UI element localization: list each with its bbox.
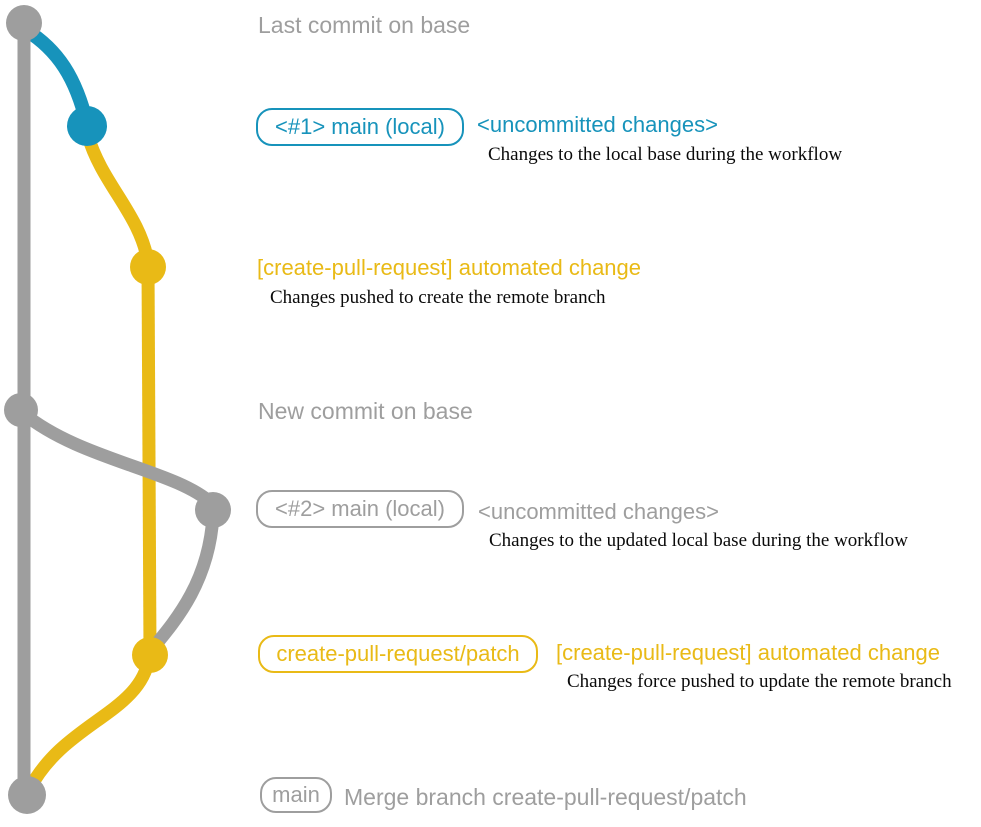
merge-commit-message: Merge branch create-pull-request/patch xyxy=(344,784,747,810)
caption-local-base-changes: Changes to the local base during the wor… xyxy=(488,144,843,165)
automated-change-heading-1: [create-pull-request] automated change xyxy=(257,255,642,280)
caption-updated-local-base-changes: Changes to the updated local base during… xyxy=(489,530,908,551)
branch-badge-main-local-1: <#1> main (local) xyxy=(256,108,464,146)
branch-line-patch-trunk xyxy=(141,265,157,653)
commit-dot-automated-change-2 xyxy=(132,637,168,673)
commit-dot-new-commit-on-base xyxy=(4,393,38,427)
branch-line-patch-top xyxy=(81,134,155,264)
new-commit-label: New commit on base xyxy=(258,398,473,424)
branch-line-main-local-2-in xyxy=(148,515,220,653)
branch-line-main-local-2-out xyxy=(18,407,216,508)
branch-badge-main: main xyxy=(260,777,332,813)
caption-push-create-remote: Changes pushed to create the remote bran… xyxy=(270,287,606,308)
last-commit-label: Last commit on base xyxy=(258,12,471,38)
uncommitted-changes-tag-2: <uncommitted changes> xyxy=(478,499,719,524)
commit-dot-automated-change-1 xyxy=(130,249,166,285)
branch-badge-main-local-2: <#2> main (local) xyxy=(256,490,464,528)
automated-change-heading-2: [create-pull-request] automated change xyxy=(556,640,941,665)
branch-badge-patch: create-pull-request/patch xyxy=(258,635,538,673)
commit-dot-last-commit-on-base xyxy=(6,5,42,41)
commit-dot-main-local-2 xyxy=(195,492,231,528)
branch-line-patch-merge xyxy=(23,656,156,794)
commit-graph xyxy=(4,5,231,814)
commit-dot-main-local-1 xyxy=(67,106,107,146)
caption-force-push-remote: Changes force pushed to update the remot… xyxy=(567,671,952,692)
uncommitted-changes-tag-1: <uncommitted changes> xyxy=(477,112,718,137)
commit-dot-merge xyxy=(8,776,46,814)
